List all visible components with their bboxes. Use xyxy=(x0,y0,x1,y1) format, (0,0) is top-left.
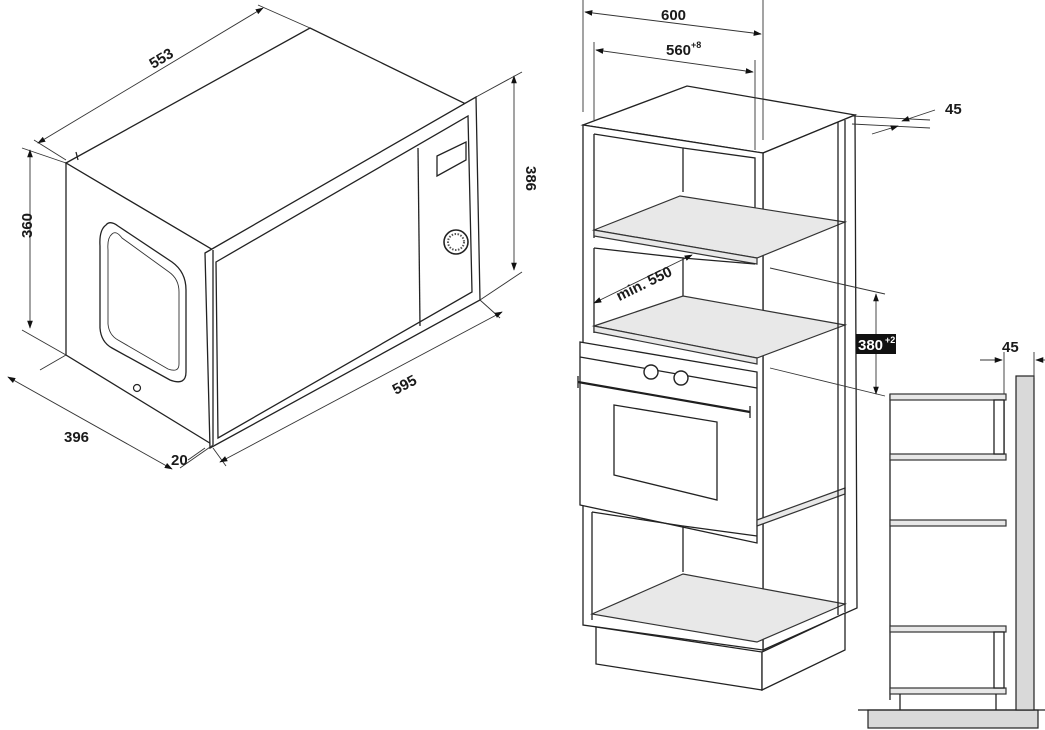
side-shelf-2 xyxy=(889,453,1007,461)
dim-microwave-depth: 553 xyxy=(146,45,176,72)
side-shelf-bottom xyxy=(889,687,1007,695)
oven-window xyxy=(613,404,718,501)
dim-frame-offset: 20 xyxy=(171,452,188,469)
side-shelf-4 xyxy=(889,625,1007,633)
microwave-foot xyxy=(132,383,142,393)
oven-knob-right-icon xyxy=(673,370,689,386)
dim-niche-width: 560 xyxy=(666,42,691,59)
cabinet-right-side xyxy=(762,114,858,652)
wall-panel xyxy=(1015,375,1035,711)
microwave-display xyxy=(436,140,467,178)
dim-cabinet-width: 600 xyxy=(661,7,686,24)
side-shelf-3 xyxy=(889,519,1007,527)
microwave-window xyxy=(99,222,187,383)
dim-frame-width: 595 xyxy=(390,372,420,399)
side-shelf-top xyxy=(889,393,1007,401)
dim-niche-width-tolerance: +8 xyxy=(691,40,701,50)
side-section-drawing: 45 xyxy=(858,339,1045,729)
dim-side-panel-thickness: 45 xyxy=(1002,339,1019,356)
dim-niche-height-box xyxy=(856,334,896,354)
dim-niche-height-tolerance: +2 xyxy=(885,335,895,345)
oven-knob-left-icon xyxy=(643,364,659,380)
dim-total-depth: 396 xyxy=(64,429,89,446)
dim-microwave-height: 360 xyxy=(19,213,36,238)
dim-panel-thickness: 45 xyxy=(945,101,962,118)
dim-frame-height: 386 xyxy=(522,166,539,191)
dim-niche-height: 380 xyxy=(858,337,883,354)
microwave-drawing: 553 360 386 396 20 595 xyxy=(7,4,539,470)
cabinet-drawing: 600 560 +8 45 min. 550 380 +2 xyxy=(577,0,962,692)
floor xyxy=(867,709,1039,729)
